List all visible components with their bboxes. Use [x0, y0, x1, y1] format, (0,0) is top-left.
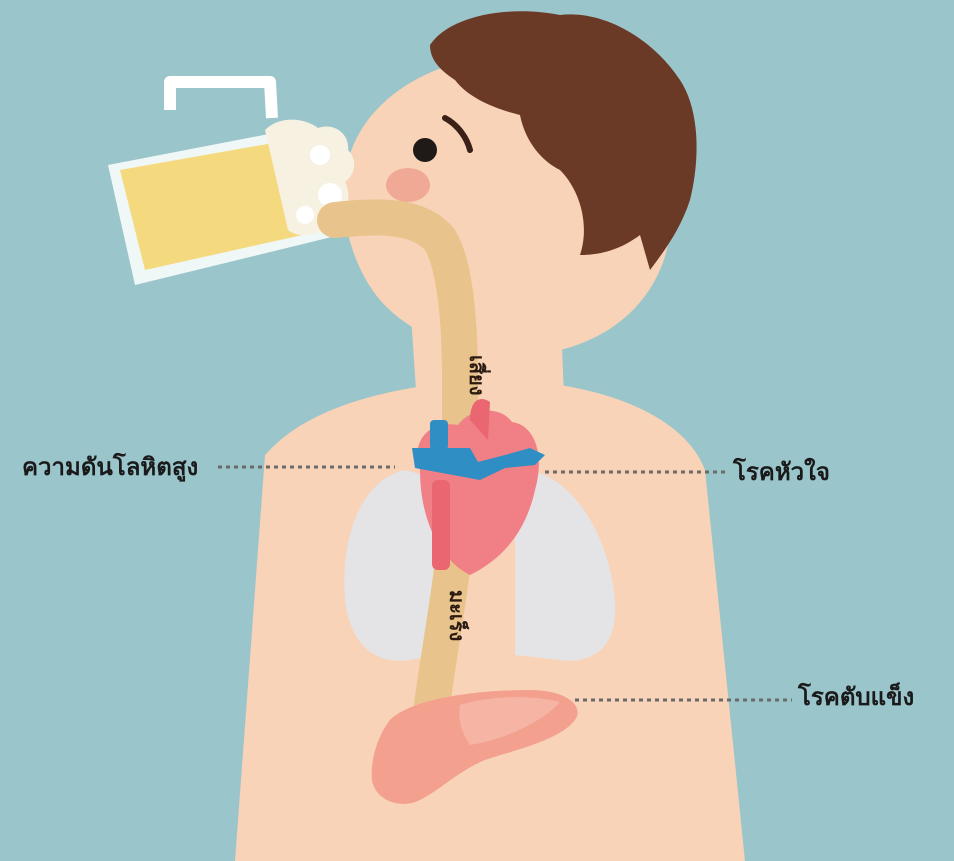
label-cirrhosis: โรคตับแข็ง [798, 685, 914, 709]
label-heart-disease: โรคหัวใจ [733, 460, 830, 484]
label-high-blood-pressure: ความดันโลหิตสูง [22, 455, 198, 479]
cheek [386, 168, 430, 202]
esophagus-upper-label: เสี่ยง [465, 355, 492, 396]
esophagus-lower-label: มะเร็ง [445, 590, 470, 641]
ear [515, 227, 575, 303]
beer-mug [108, 82, 354, 285]
eye [413, 138, 437, 162]
